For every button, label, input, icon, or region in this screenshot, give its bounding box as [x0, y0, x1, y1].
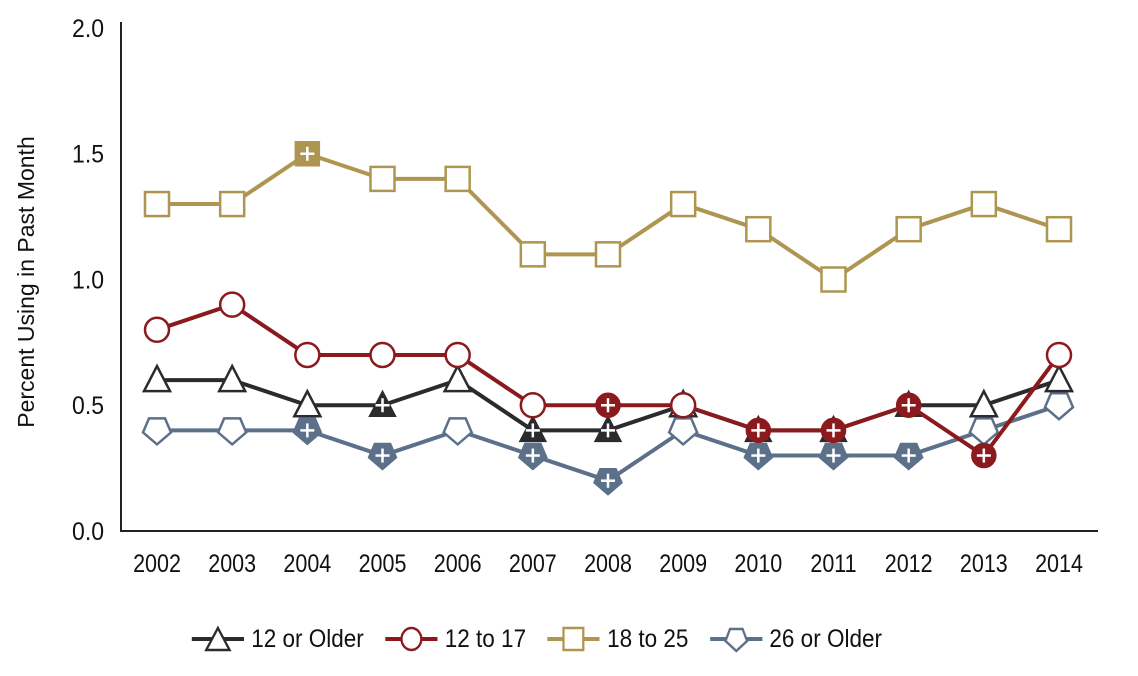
square-marker-icon: [745, 215, 772, 243]
line-chart: 0.0 0.5 1.0 1.5 2.0 2002 2003 2004 2005 2006 2007…: [13, 15, 1098, 577]
x-tick-label: 2010: [734, 549, 782, 577]
series-12-to-17: [143, 291, 1073, 469]
square-marker-icon: [519, 241, 547, 268]
pentagon-marker-icon: [367, 442, 398, 471]
pentagon-marker-icon: [517, 442, 548, 471]
pentagon-marker-icon: [743, 442, 774, 471]
x-tick-label: 2014: [1035, 549, 1083, 577]
y-tick-label: 0.5: [72, 392, 104, 420]
square-marker-icon: [669, 190, 697, 218]
legend-item-18-to-25: 18 to 25: [546, 624, 689, 654]
square-marker-icon: [547, 626, 600, 652]
series-group: [141, 141, 1075, 496]
x-tick-label: 2006: [434, 549, 482, 577]
pentagon-marker-icon: [216, 417, 248, 447]
triangle-marker-icon: [593, 414, 623, 443]
square-marker-icon: [594, 241, 622, 268]
pentagon-marker-icon: [968, 417, 1000, 447]
pentagon-marker-icon: [1043, 392, 1075, 421]
x-tick-label: 2007: [509, 549, 557, 577]
legend-label: 12 or Older: [251, 624, 364, 653]
square-marker-icon: [1045, 215, 1073, 243]
square-marker-icon: [895, 215, 922, 243]
pentagon-marker-icon: [893, 442, 924, 471]
legend-item-12-or-older: 12 or Older: [190, 624, 364, 654]
circle-marker-icon: [1045, 341, 1073, 369]
x-tick-label: 2011: [810, 549, 856, 577]
y-axis-label: Percent Using in Past Month: [13, 136, 39, 427]
legend-label: 26 or Older: [769, 624, 882, 653]
square-marker-icon: [444, 165, 471, 193]
circle-marker-icon: [745, 417, 772, 444]
circle-marker-icon: [595, 392, 621, 418]
triangle-marker-icon: [191, 625, 244, 652]
legend-item-26-or-older: 26 or Older: [708, 624, 882, 654]
legend: 12 or Older 12 to 17 18 to 25 26 or Olde…: [190, 624, 882, 654]
circle-marker-icon: [971, 442, 997, 469]
square-marker-icon: [218, 190, 246, 218]
x-tick-label: 2012: [885, 549, 933, 577]
triangle-marker-icon: [968, 388, 999, 418]
circle-marker-icon: [669, 392, 697, 419]
pentagon-marker-icon: [141, 417, 173, 447]
circle-marker-icon: [519, 392, 547, 419]
x-axis: 2002 2003 2004 2005 2006 2007 2008 2009 2010 2011…: [120, 530, 1098, 577]
square-marker-icon: [369, 165, 396, 193]
square-marker-icon: [970, 190, 998, 218]
y-tick-label: 1.5: [72, 141, 104, 169]
x-tick-label: 2004: [283, 549, 331, 577]
circle-marker-icon: [385, 626, 438, 652]
pentagon-marker-icon: [818, 442, 849, 471]
square-marker-icon: [294, 141, 321, 167]
y-tick-label: 1.0: [72, 267, 104, 295]
circle-marker-icon: [820, 417, 847, 444]
pentagon-marker-icon: [710, 627, 763, 653]
legend-item-12-to-17: 12 to 17: [384, 624, 527, 654]
y-axis: 0.0 0.5 1.0 1.5 2.0: [72, 15, 122, 546]
series-18-to-25: [143, 141, 1073, 293]
legend-label: 18 to 25: [607, 624, 689, 653]
circle-marker-icon: [294, 341, 321, 369]
circle-marker-icon: [369, 341, 396, 369]
y-tick-label: 2.0: [72, 15, 104, 43]
pentagon-marker-icon: [442, 417, 474, 447]
triangle-marker-icon: [518, 414, 548, 443]
x-tick-label: 2003: [208, 549, 256, 577]
y-tick-label: 0.0: [72, 518, 104, 546]
triangle-marker-icon: [292, 388, 323, 418]
legend-label: 12 to 17: [444, 624, 527, 653]
series-26-or-older: [141, 392, 1075, 496]
triangle-marker-icon: [442, 363, 473, 393]
x-tick-label: 2013: [960, 549, 1008, 577]
triangle-marker-icon: [141, 363, 173, 393]
x-tick-label: 2002: [133, 549, 181, 577]
circle-marker-icon: [444, 341, 471, 369]
triangle-marker-icon: [217, 363, 248, 393]
square-marker-icon: [143, 190, 171, 218]
circle-marker-icon: [143, 316, 171, 344]
circle-marker-icon: [218, 291, 246, 318]
pentagon-marker-icon: [667, 417, 699, 447]
triangle-marker-icon: [1043, 363, 1075, 393]
x-tick-label: 2009: [659, 549, 707, 577]
circle-marker-icon: [895, 392, 922, 418]
x-tick-label: 2008: [584, 549, 632, 577]
pentagon-marker-icon: [593, 467, 623, 496]
triangle-marker-icon: [368, 389, 397, 417]
pentagon-marker-icon: [292, 417, 323, 446]
square-marker-icon: [820, 266, 847, 293]
x-tick-label: 2005: [359, 549, 407, 577]
